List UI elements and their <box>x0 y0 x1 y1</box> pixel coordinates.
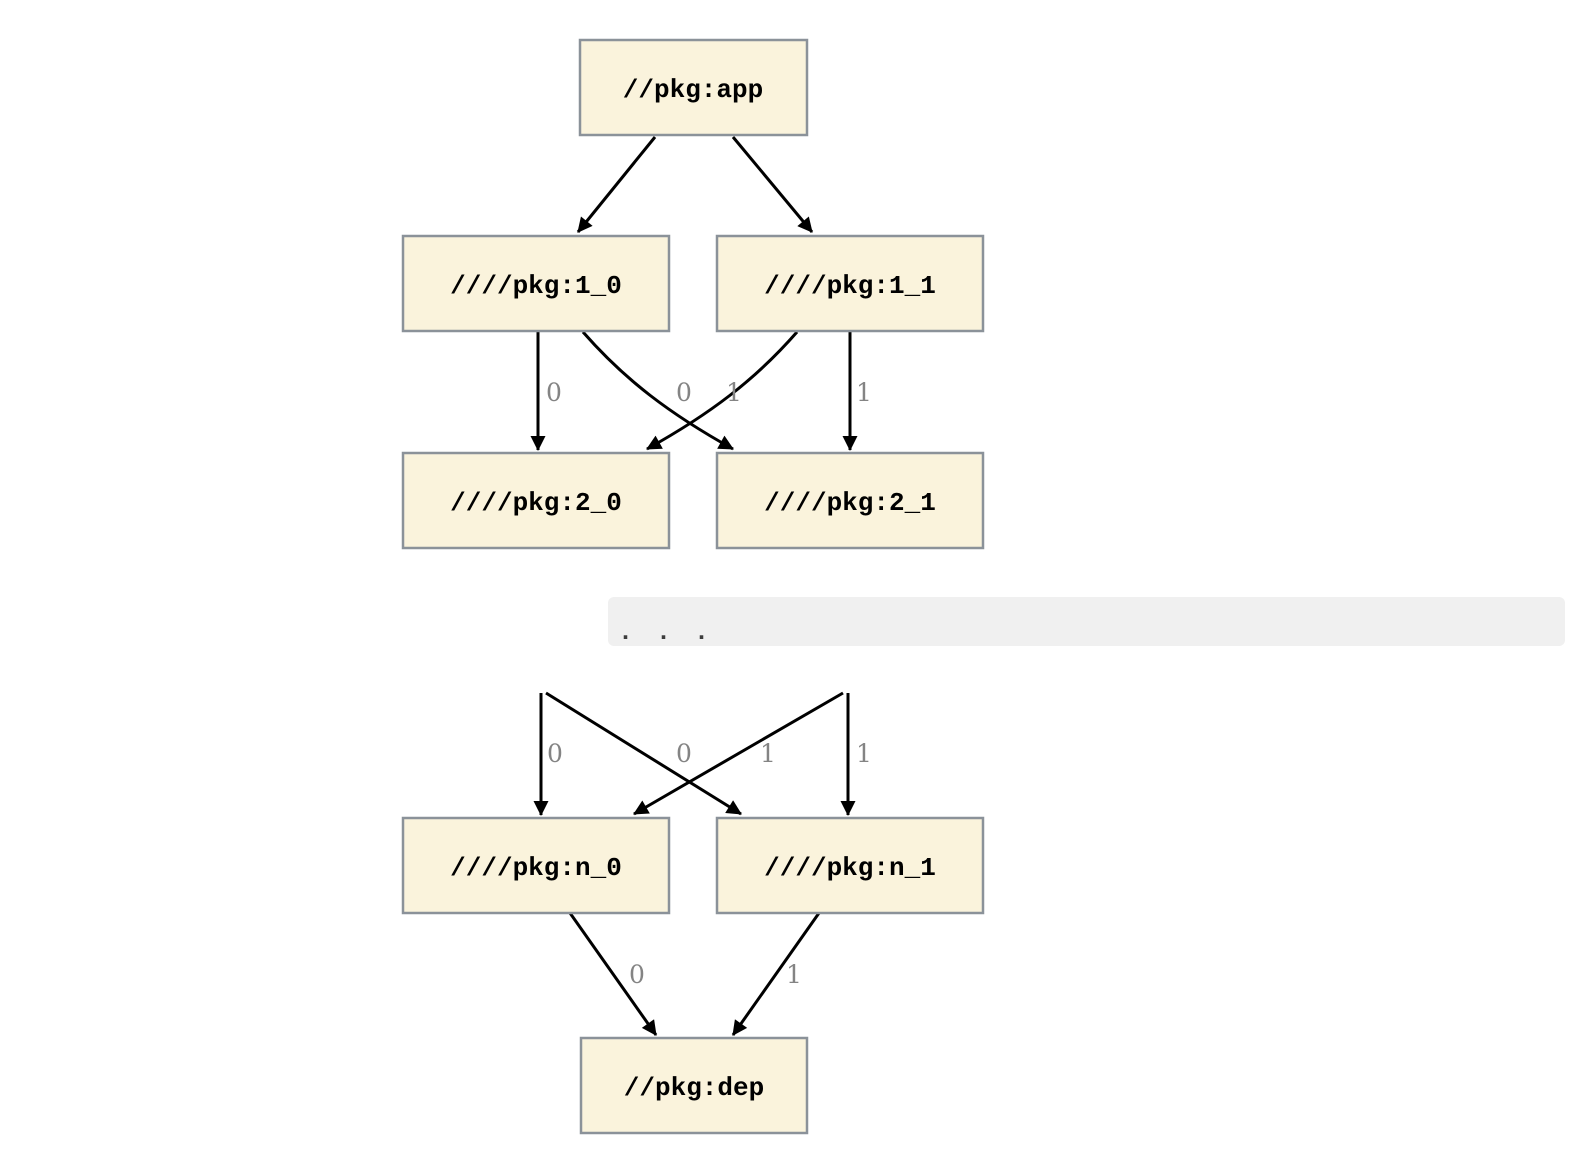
edge-label-1_0-to-2_1: 1 <box>726 378 742 407</box>
edge-label-elided-to-n_1-cross: 1 <box>760 739 776 768</box>
node-pkg-dep-label: //pkg:dep <box>624 1073 764 1103</box>
edge-label-1_1-to-2_1: 1 <box>856 378 872 407</box>
node-pkg-1_0-box <box>401 234 671 333</box>
node-pkg-2_0-label: ////pkg:2_0 <box>450 488 622 518</box>
node-pkg-2_0-box <box>401 451 671 550</box>
node-pkg-n_1-box <box>715 816 985 915</box>
edge-1_0-to-2_1 <box>581 331 734 451</box>
edge-label-elided-to-n_0: 0 <box>547 739 563 768</box>
node-pkg-dep-box <box>579 1036 809 1135</box>
edge-1_1-to-2_0 <box>646 331 799 451</box>
edge-label-n_1-to-dep: 1 <box>786 960 802 989</box>
edge-label-elided-to-n_1: 1 <box>856 739 872 768</box>
node-pkg-1_1-box <box>715 234 985 333</box>
node-pkg-dep: //pkg:dep <box>579 1036 809 1135</box>
node-pkg-app-box <box>578 38 809 137</box>
edge-label-1_1-to-2_0: 0 <box>676 378 692 407</box>
node-pkg-2_1: ////pkg:2_1 <box>715 451 985 550</box>
node-pkg-2_1-label: ////pkg:2_1 <box>764 488 936 518</box>
edge-app-to-1_1 <box>731 136 814 233</box>
edge-elided-to-n_0-cross <box>633 691 844 816</box>
elision-band: . . . <box>608 597 1565 647</box>
edge-app-to-1_0 <box>576 136 657 233</box>
elision-ellipsis: . . . <box>618 618 713 647</box>
node-pkg-1_1: ////pkg:1_1 <box>715 234 985 333</box>
edge-label-n_0-to-dep: 0 <box>629 960 645 989</box>
edge-n_1-to-dep <box>731 912 821 1036</box>
node-pkg-1_0: ////pkg:1_0 <box>401 234 671 333</box>
node-pkg-1_0-label: ////pkg:1_0 <box>450 271 622 301</box>
node-pkg-app-label: //pkg:app <box>623 75 763 105</box>
node-pkg-n_0: ////pkg:n_0 <box>401 816 671 915</box>
edge-n_0-to-dep <box>568 912 658 1036</box>
node-pkg-n_0-box <box>401 816 671 915</box>
node-pkg-n_1: ////pkg:n_1 <box>715 816 985 915</box>
elision-band-background <box>608 597 1565 646</box>
node-pkg-2_0: ////pkg:2_0 <box>401 451 671 550</box>
node-pkg-n_0-label: ////pkg:n_0 <box>450 853 622 883</box>
node-pkg-2_1-box <box>715 451 985 550</box>
edge-label-elided-to-n_0-cross: 0 <box>676 739 692 768</box>
node-pkg-1_1-label: ////pkg:1_1 <box>764 271 936 301</box>
node-pkg-app: //pkg:app <box>578 38 809 137</box>
edge-elided-to-n_1-cross <box>545 691 742 816</box>
edge-label-1_0-to-2_0: 0 <box>546 378 562 407</box>
node-pkg-n_1-label: ////pkg:n_1 <box>764 853 936 883</box>
